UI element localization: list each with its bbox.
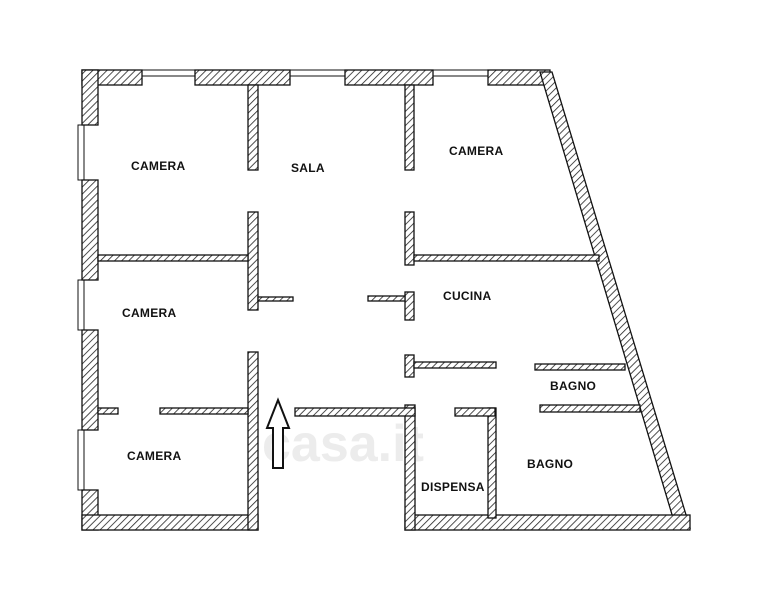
room-label-bagno: BAGNO (527, 457, 574, 471)
room-label-camera: CAMERA (127, 449, 182, 463)
room-label-camera: CAMERA (122, 306, 177, 320)
room-label-cucina: CUCINA (443, 289, 492, 303)
arrow-up-icon (265, 397, 291, 469)
room-label-camera: CAMERA (131, 159, 186, 173)
walls (81, 69, 691, 531)
windows (77, 69, 489, 491)
room-label-bagno: BAGNO (550, 379, 597, 393)
room-label-camera: CAMERA (449, 144, 504, 158)
room-label-sala: SALA (291, 161, 325, 175)
room-label-dispensa: DISPENSA (421, 480, 485, 494)
